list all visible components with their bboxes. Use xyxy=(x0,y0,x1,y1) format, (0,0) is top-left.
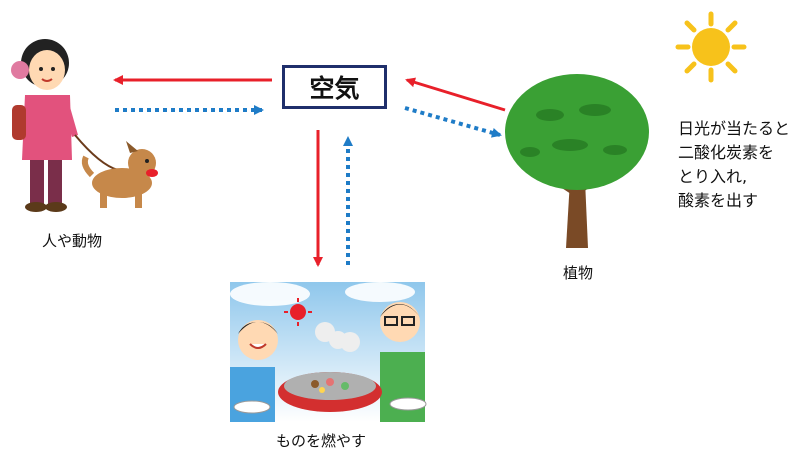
barbecue-illustration xyxy=(230,282,427,422)
arrow-plants-to-air xyxy=(405,77,506,112)
plants-label: 植物 xyxy=(563,264,594,282)
note-line: 酸素を出す xyxy=(678,191,759,210)
sun-icon xyxy=(675,11,747,83)
photosynthesis-note: 日光が当たると 二酸化炭素を とり入れ, 酸素を出す xyxy=(678,117,790,213)
arrow-air-to-plants xyxy=(404,106,502,138)
note-line: 二酸化炭素を xyxy=(678,143,775,162)
people-label: 人や動物 xyxy=(42,232,103,250)
note-line: 日光が当たると xyxy=(678,119,791,138)
note-line: とり入れ, xyxy=(678,167,748,186)
burning-label: ものを燃やす xyxy=(276,432,367,450)
air-box: 空気 xyxy=(282,65,387,109)
tree-illustration xyxy=(505,74,649,248)
person-with-dog-illustration xyxy=(11,39,158,212)
air-label: 空気 xyxy=(309,74,360,103)
